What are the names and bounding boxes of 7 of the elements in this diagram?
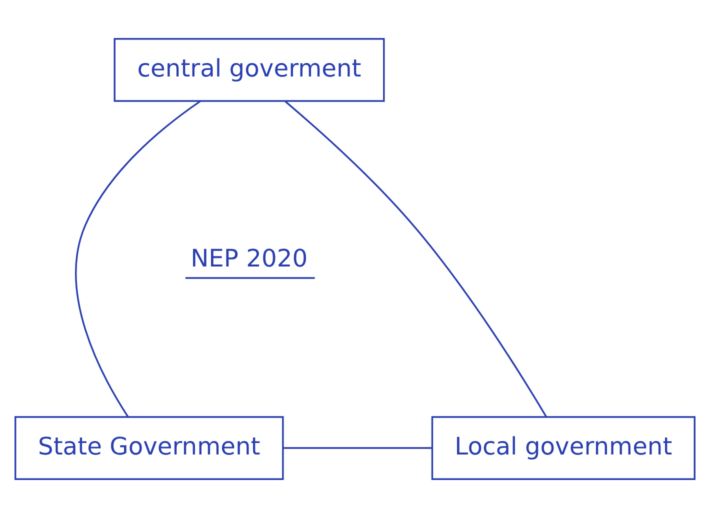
connector (75, 100, 201, 417)
node-box: Local government (431, 416, 696, 480)
label: NEP 2020 (190, 244, 308, 272)
connector (283, 446, 432, 448)
node-box: State Government (14, 416, 284, 480)
connector (284, 100, 548, 417)
node-box: central goverment (114, 38, 385, 102)
